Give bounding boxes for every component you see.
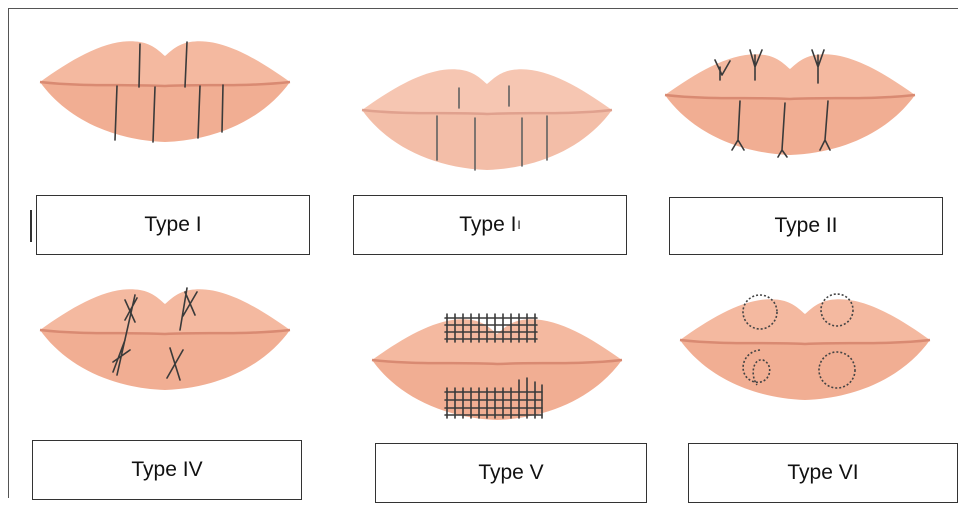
label-type-vi-text: Type VI — [787, 461, 858, 485]
lips-type-i — [40, 41, 290, 142]
label-type-iv-text: Type IV — [131, 458, 202, 482]
label-type-i-text: Type I — [144, 213, 201, 237]
label-type-ii-text: Type II — [774, 214, 837, 238]
label-type-i: Type I — [36, 195, 310, 255]
lips-type-i-prime — [362, 69, 612, 170]
lips-type-iv — [40, 288, 290, 390]
label-type-i-prime-superscript: I — [517, 218, 520, 232]
lips-type-ii — [665, 50, 915, 157]
label-type-ii: Type II — [669, 197, 943, 255]
label-type-vi: Type VI — [688, 443, 958, 503]
label-type-v: Type V — [375, 443, 647, 503]
label-type-i-prime-text: Type I — [459, 213, 516, 237]
label-type-iv: Type IV — [32, 440, 302, 500]
lips-type-v — [372, 314, 622, 420]
lips-type-vi — [680, 294, 930, 400]
label-type-v-text: Type V — [478, 461, 543, 485]
